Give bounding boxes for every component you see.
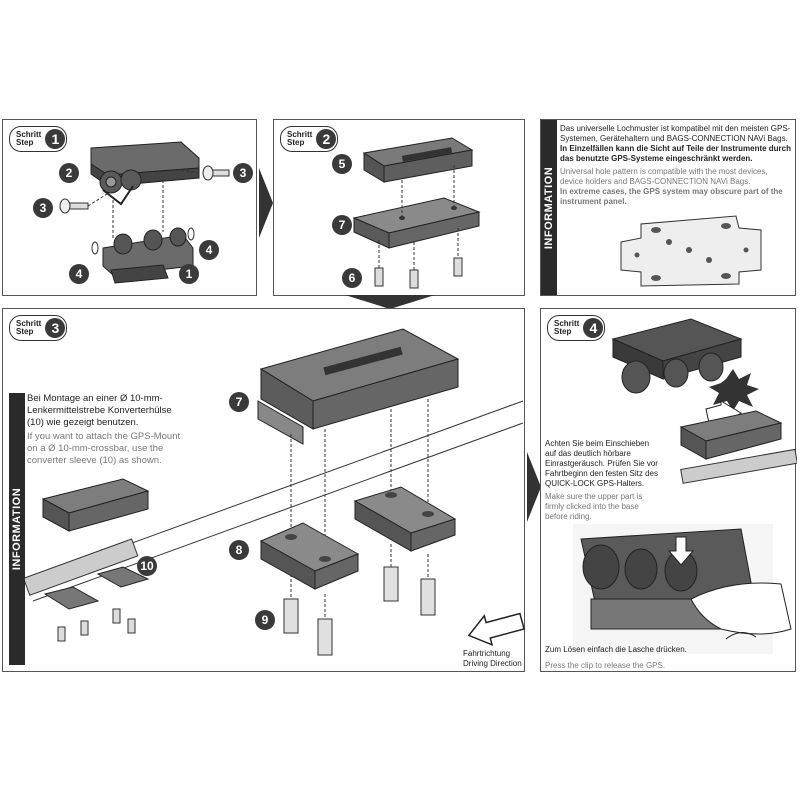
step-label-de: Schritt <box>287 130 313 139</box>
step-number: 1 <box>45 129 66 149</box>
info-en-1: Universal hole pattern is compatible wit… <box>560 167 768 186</box>
callout-9: 9 <box>255 610 275 630</box>
callout-10: 10 <box>137 556 157 576</box>
callout-5: 5 <box>332 154 352 174</box>
click-label: CLICK! <box>661 388 689 397</box>
callout-3-left: 3 <box>33 198 53 218</box>
step-number: 4 <box>583 318 604 338</box>
step-number: 2 <box>316 129 337 149</box>
info-step3-de: Bei Montage an einer Ø 10-mm-Lenkermitte… <box>27 393 172 428</box>
step-number: 3 <box>45 318 66 338</box>
callout-7: 7 <box>229 392 249 412</box>
info-en-2: In extreme cases, the GPS system may obs… <box>560 187 783 206</box>
direction-en: Driving Direction <box>463 659 522 668</box>
step-4-illustration <box>573 318 797 654</box>
hole-pattern-plate <box>620 215 762 287</box>
step-label-de: Schritt <box>554 319 580 328</box>
step4-en-1: Make sure the upper part is firmly click… <box>545 492 643 521</box>
step-label-en: Step <box>16 327 34 336</box>
callout-4-right: 4 <box>199 240 219 260</box>
step-label-de: Schritt <box>16 319 42 328</box>
step-3-illustration <box>22 328 525 656</box>
callout-3-right: 3 <box>233 163 253 183</box>
step4-en-2: Press the clip to release the GPS. <box>545 661 666 670</box>
info-panel-top: INFORMATION Das universelle Lochmuster i… <box>540 119 796 296</box>
step4-de-2: Zum Lösen einfach die Lasche drücken. <box>545 645 687 654</box>
arrow-right-icon <box>527 452 541 522</box>
info-de-2: In Einzelfällen kann die Sicht auf Teile… <box>560 144 792 163</box>
step-label-de: Schritt <box>16 130 42 139</box>
callout-7: 7 <box>332 215 352 235</box>
callout-8: 8 <box>229 540 249 560</box>
arrow-down-icon <box>345 295 435 309</box>
step-label-en: Step <box>554 327 572 336</box>
callout-1: 1 <box>179 264 199 284</box>
step-1-illustration <box>59 141 230 284</box>
info-de-1: Das universelle Lochmuster ist kompatibe… <box>560 124 791 143</box>
step-label-en: Step <box>16 138 34 147</box>
step4-de-1: Achten Sie beim Einschieben auf das deut… <box>545 439 658 488</box>
callout-2: 2 <box>59 163 79 183</box>
info-side-bar-step3: INFORMATION <box>9 393 25 665</box>
step-label-en: Step <box>287 138 305 147</box>
callout-4-left: 4 <box>69 264 89 284</box>
info-side-bar: INFORMATION <box>541 120 557 295</box>
direction-de: Fahrtrichtung <box>463 649 511 658</box>
callout-6: 6 <box>342 268 362 288</box>
arrow-right-icon <box>259 168 273 238</box>
step-2-illustration <box>352 137 481 289</box>
info-step3-en: If you want to attach the GPS-Mount on a… <box>27 431 181 466</box>
